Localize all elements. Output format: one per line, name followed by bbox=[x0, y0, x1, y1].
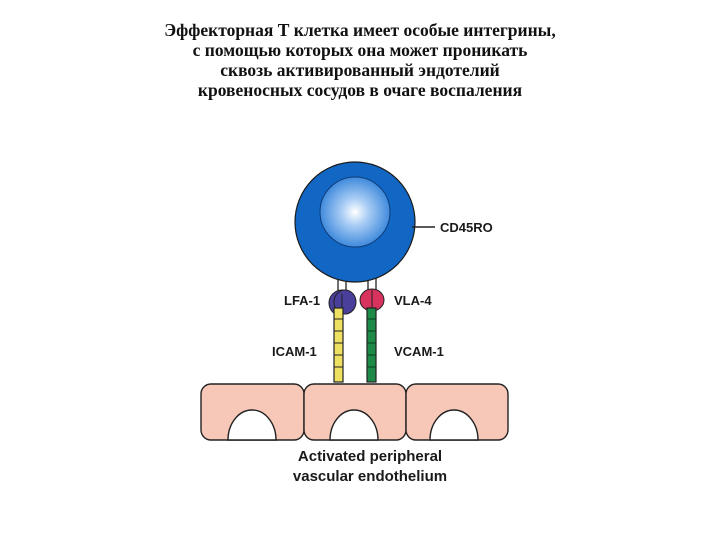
icam1-label: ICAM-1 bbox=[272, 344, 317, 359]
title-line-4: кровеносных сосудов в очаге воспаления bbox=[197, 80, 523, 100]
title-line-2: с помощью которых она может проникать bbox=[192, 40, 528, 60]
cd45ro-label: CD45RO bbox=[440, 220, 493, 235]
t-cell-nucleus bbox=[319, 176, 391, 248]
effector-t-cell bbox=[294, 161, 416, 283]
diagram-title: Эффекторная Т клетка имеет особые интегр… bbox=[0, 20, 720, 100]
vcam1-label: VCAM-1 bbox=[394, 344, 444, 359]
vcam1-molecule bbox=[366, 307, 377, 383]
endothelial-nucleus-left bbox=[227, 409, 277, 441]
vla4-integrin bbox=[359, 288, 385, 312]
endothelium-layer bbox=[200, 383, 509, 441]
endothelial-nucleus-right bbox=[429, 409, 479, 441]
vla4-label: VLA-4 bbox=[394, 293, 432, 308]
endothelium-label-line-2: vascular endothelium bbox=[293, 468, 447, 485]
icam1-molecule bbox=[333, 307, 344, 383]
title-line-3: сквозь активированный эндотелий bbox=[220, 60, 500, 80]
endothelium-label-line-1: Activated peripheral bbox=[298, 448, 442, 465]
endothelial-nucleus-middle bbox=[329, 409, 379, 441]
title-line-1: Эффекторная Т клетка имеет особые интегр… bbox=[164, 20, 556, 40]
lfa1-label: LFA-1 bbox=[284, 293, 320, 308]
